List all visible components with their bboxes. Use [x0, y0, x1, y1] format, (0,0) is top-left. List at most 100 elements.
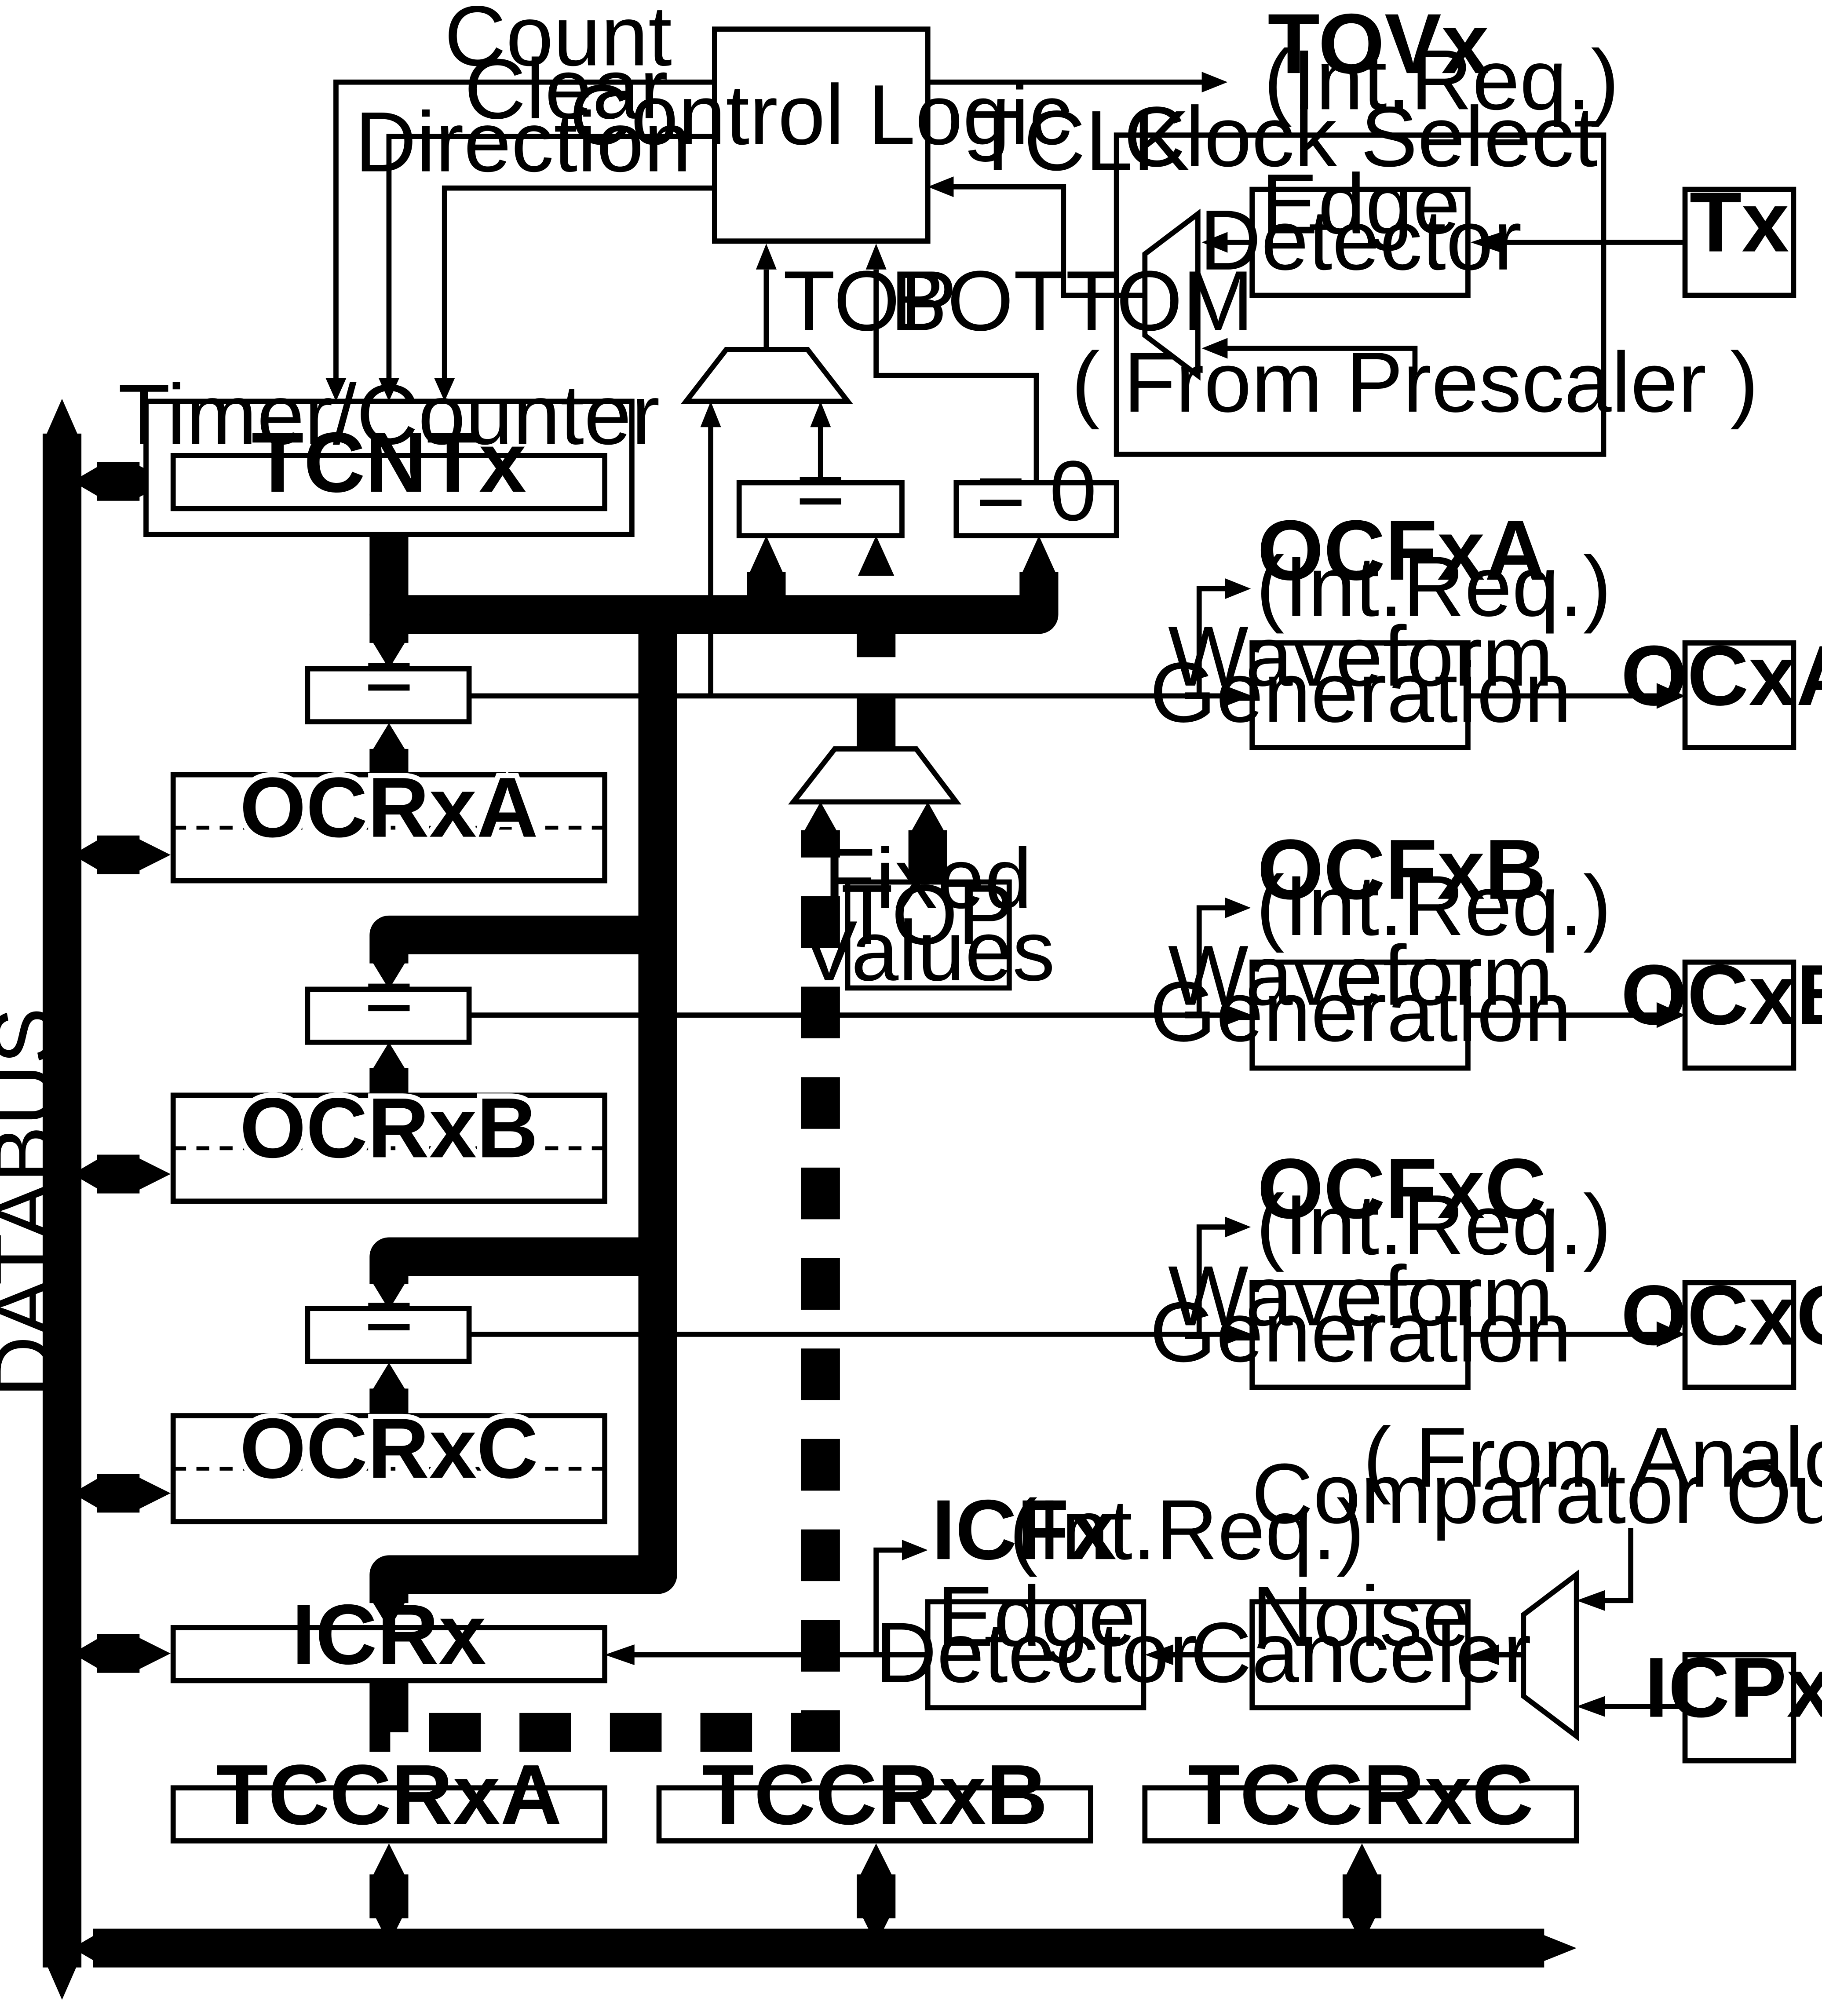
waveform-a-box [1249, 640, 1471, 750]
tccrxb-up-arrowhead [858, 1843, 895, 1880]
from-prescaler-label: ( From Prescaler ) [1071, 335, 1758, 430]
ocra-link-right-arrowhead [134, 836, 171, 873]
clock-select-label: Clock Select [1124, 89, 1598, 185]
tcnt-to-cmp-c-arrowhead [371, 1280, 407, 1310]
control-logic-label: Control Logic [570, 67, 1072, 163]
topmux-to-eq-arrowhead [858, 536, 895, 576]
capture-mux [1521, 1569, 1579, 1742]
thin-arrowheads [325, 72, 1685, 1717]
ocrc-link-right-arrowhead [134, 1475, 171, 1512]
analog-in-arrowhead [1576, 1590, 1605, 1611]
tclk-wire [949, 184, 1145, 298]
direction-arrowhead [434, 378, 455, 402]
databus-top-arrowhead [44, 398, 80, 440]
fixed-top-label-1: Fixed [824, 831, 1032, 926]
noise-canceler-label-1: Noise [1252, 1569, 1470, 1664]
compare-b-box [305, 986, 472, 1045]
top-arrowhead [756, 243, 777, 270]
icr-link-right-arrowhead [134, 1635, 171, 1672]
vertical-data-bus [369, 614, 677, 1603]
bottom-arrowhead [865, 243, 887, 270]
icrx-label: ICRx [292, 1587, 486, 1682]
tovx-label: TOVx [1267, 0, 1489, 91]
clock-mux [1142, 208, 1201, 381]
bottom-wire [873, 269, 1039, 483]
tcntx-label: TCNTx [252, 415, 526, 510]
clock-select-box [1114, 132, 1607, 457]
eq-top-label: = [796, 442, 845, 537]
icfx-arrowhead [902, 1540, 928, 1561]
clock-edge-detector-box [1249, 186, 1471, 298]
tx-label: Tx [1690, 175, 1789, 270]
tx-box [1682, 186, 1796, 298]
icfx-int-req-label: (Int.Req.) [1009, 1482, 1365, 1578]
capture-edge-label-1: Edge [937, 1569, 1136, 1664]
icpx-label: ICPx [1644, 1640, 1822, 1735]
ocxb-arrowhead [1656, 1002, 1685, 1028]
analog-to-mux-wire [1602, 1528, 1634, 1603]
prescaler-arrowhead [1201, 338, 1228, 359]
eq-zero-box [953, 480, 1119, 538]
ocxb-label: OCxB [1621, 947, 1822, 1043]
direction-wire [442, 185, 715, 382]
waveform-b-box [1249, 959, 1471, 1071]
noise-canceler-box [1249, 1599, 1471, 1710]
ocfxc-arrowhead [1225, 1216, 1251, 1238]
compare-b-label: = [364, 949, 414, 1044]
top-value-mux [788, 746, 962, 805]
ocfxa-int-req-label: (Int.Req.) [1256, 539, 1611, 634]
tcnt-to-cmp-a-arrowhead [371, 639, 407, 669]
ocxc-arrowhead [1656, 1321, 1685, 1348]
ocrb-arrowhead [371, 1042, 407, 1072]
ocfxc-label: OCFxC [1257, 1141, 1546, 1236]
tcnt-bus [369, 510, 1059, 634]
eq-zero-label: = 0 [976, 443, 1097, 539]
ocfxa-label: OCFxA [1257, 503, 1546, 598]
ocxc-label: OCxC [1621, 1267, 1822, 1363]
icr-to-topmux-dashed [369, 830, 840, 1752]
capture-edge-detector-box [925, 1599, 1147, 1710]
noise-canceler-label-2: Canceler [1190, 1605, 1531, 1700]
ocfxb-int-req-label: (Int.Req.) [1256, 858, 1611, 953]
wg-b-in-arrowhead [1225, 1004, 1252, 1026]
ocfxa-wire [1196, 586, 1228, 696]
icpx-in-arrowhead [1576, 1696, 1605, 1717]
ocxc-box [1682, 1280, 1796, 1390]
ocra-to-topmux-arrowhead [700, 401, 721, 427]
tccrxc-register [1142, 1785, 1579, 1844]
clock-edge-label-2: Detector [1200, 193, 1522, 288]
icrx-register [170, 1625, 607, 1684]
prescaler-wire [1221, 346, 1418, 376]
noise-in-arrowhead [1470, 1644, 1499, 1665]
tcnt-link-left-arrowhead [72, 463, 104, 500]
icr-link-left-arrowhead [72, 1635, 104, 1672]
edge-to-mux-arrowhead [1201, 232, 1228, 253]
waveform-b-label-1: Waveform [1168, 928, 1553, 1023]
ocrxa-label: OCRxA [240, 760, 538, 855]
waveform-a-label-2: Generation [1150, 645, 1571, 740]
ocxa-label: OCxA [1621, 628, 1822, 723]
fixed-top-values-box [845, 879, 1012, 991]
ocrb-link-right-arrowhead [134, 1156, 171, 1192]
clear-arrowhead [378, 378, 399, 402]
ocrxb-label: OCRxB [240, 1080, 538, 1176]
tccrxb-label: TCCRxB [702, 1747, 1048, 1843]
wg-c-in-arrowhead [1225, 1324, 1252, 1345]
bus-arrowheads [44, 398, 1577, 2000]
clear-wire [386, 134, 715, 382]
tcntx-register [170, 453, 607, 511]
tccrxa-up-arrowhead [371, 1843, 407, 1880]
tccrxa-label: TCCRxA [216, 1747, 562, 1843]
data-paths [42, 433, 1545, 1968]
databus-right-arrowhead [1531, 1930, 1577, 1966]
ocfxc-wire [1196, 1224, 1228, 1334]
tx-arrowhead [1470, 232, 1502, 253]
tccrxc-label: TCCRxC [1188, 1747, 1534, 1843]
ocfxc-int-req-label: (Int.Req.) [1256, 1177, 1611, 1273]
control-logic-box [712, 26, 931, 244]
tccrxb-down-arrowhead [858, 1908, 895, 1944]
waveform-c-label-1: Waveform [1168, 1248, 1553, 1344]
fixed-top-label-3: Values [800, 903, 1055, 999]
tcnt-to-cmp-b-bus [369, 915, 658, 964]
eq-to-topmux-arrowhead [810, 401, 831, 427]
